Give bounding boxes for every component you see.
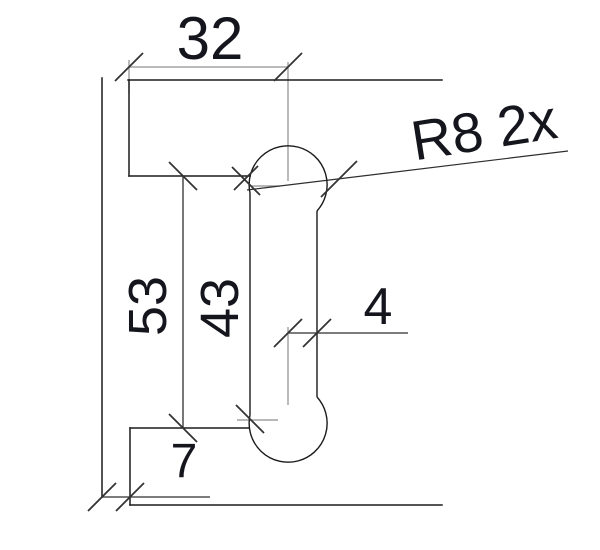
tick-leader-arc	[320, 160, 358, 198]
dimension-ticks	[87, 52, 358, 512]
dim-32-label: 32	[177, 5, 244, 72]
tick-32-right	[273, 52, 303, 82]
tick-7-right	[115, 482, 145, 512]
dimension-labels: 32 53 43 4 7 R8 2x	[118, 5, 561, 488]
tick-4-left	[273, 318, 303, 348]
tick-53-bottom	[168, 413, 198, 443]
dim-7-label: 7	[171, 435, 198, 488]
tick-4-right	[302, 318, 332, 348]
slot-bottom-arc	[248, 396, 328, 463]
dimension-lines	[102, 66, 569, 498]
leader-line-r8	[246, 150, 569, 191]
dim-53-label: 53	[118, 276, 178, 336]
tick-leader-end	[233, 165, 259, 191]
tick-32-left	[114, 52, 144, 82]
keyhole-slot	[248, 145, 328, 463]
tick-53-top	[168, 161, 198, 191]
part-outline	[101, 77, 443, 506]
tick-7-left	[87, 482, 117, 512]
dim-4-label: 4	[364, 278, 393, 336]
tick-43-bottom	[235, 404, 265, 434]
tick-43-top	[231, 166, 261, 196]
extension-lines	[128, 60, 289, 421]
dim-43-label: 43	[190, 278, 250, 338]
radius-callout-label: R8 2x	[407, 87, 561, 172]
